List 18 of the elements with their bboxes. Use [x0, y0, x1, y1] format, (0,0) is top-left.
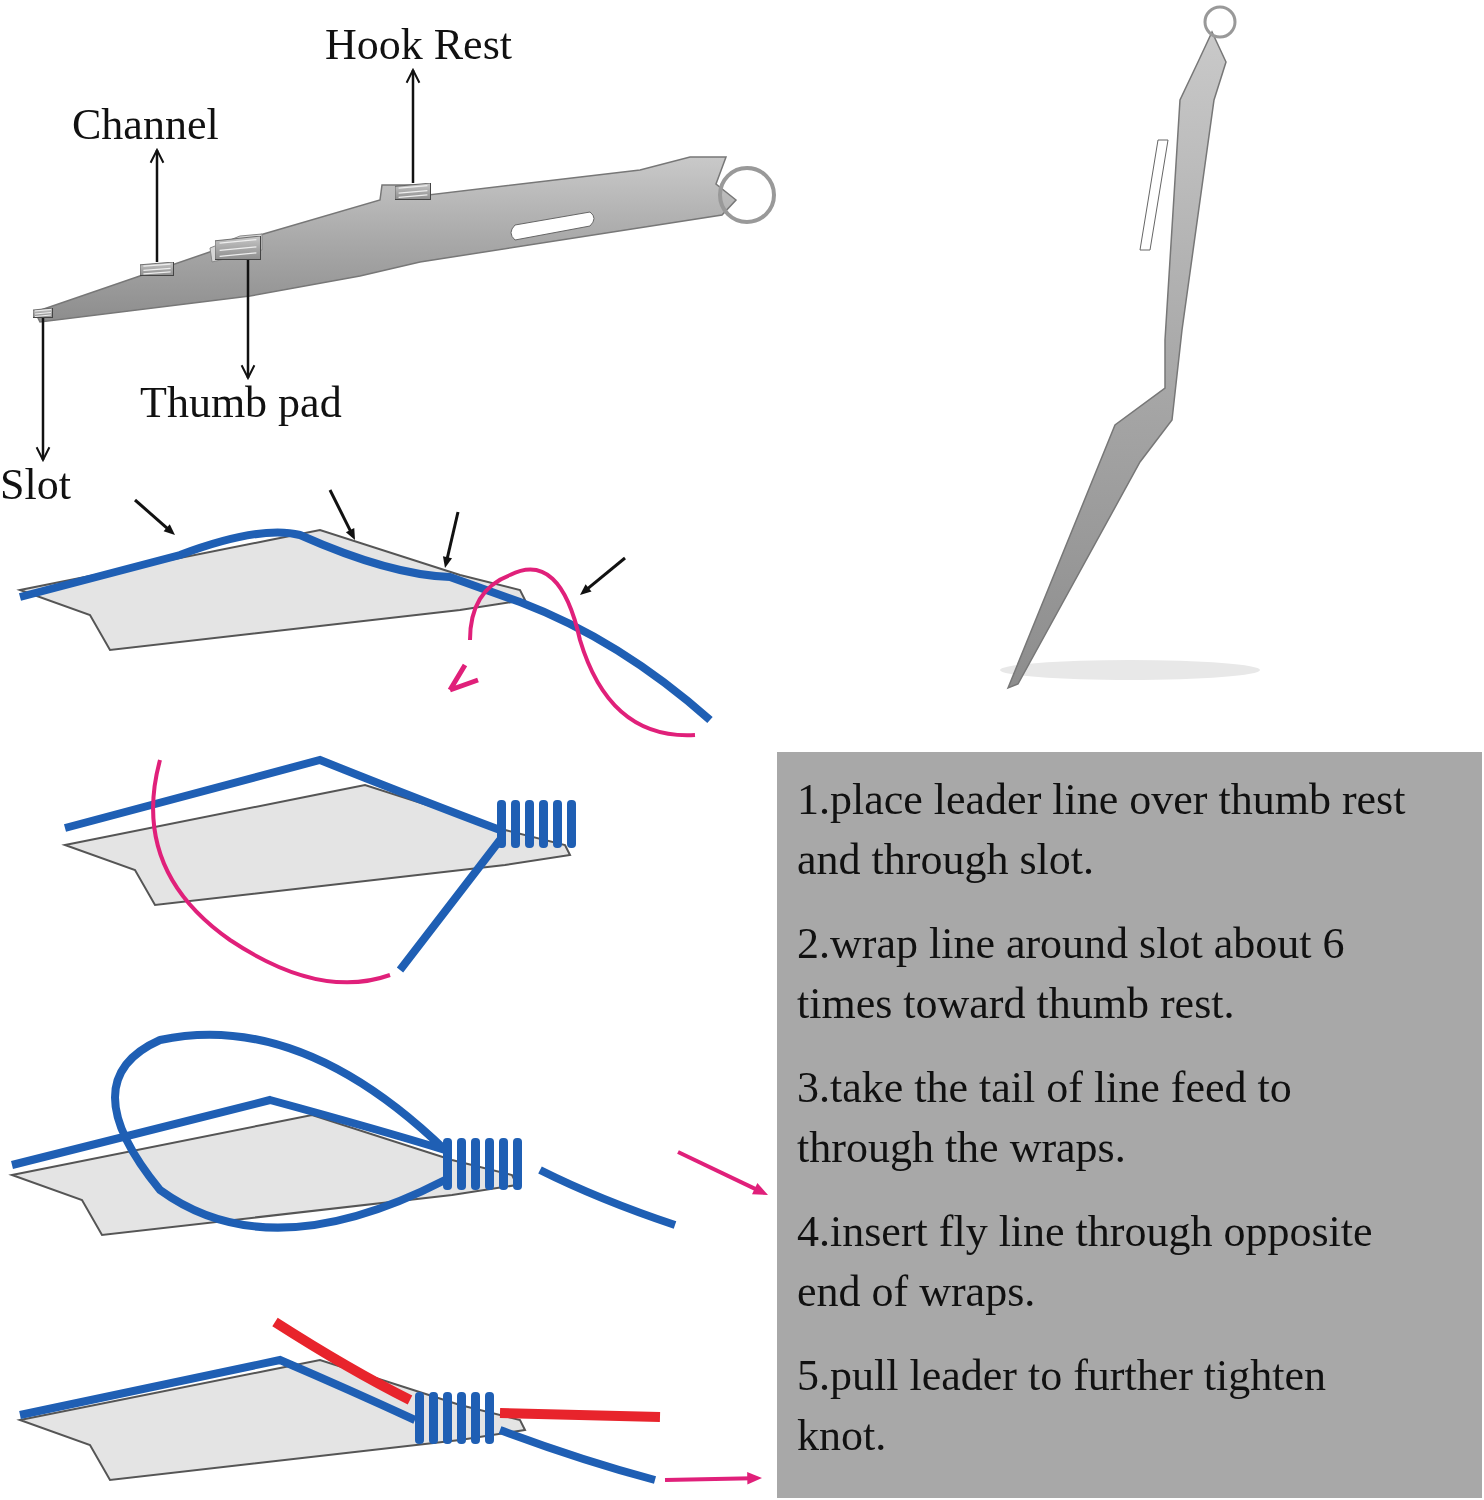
instruction-text: 4.insert fly line through opposite end of wraps.: [797, 1206, 1374, 1318]
leader-line: [405, 69, 421, 183]
channel-groove: [140, 262, 174, 276]
leader-line: [35, 318, 51, 461]
instruction-text: 1.place leader line over thumb rest and through slot.: [797, 774, 1407, 886]
instruction-text: 3.take the tail of line feed to through the wraps.: [797, 1062, 1293, 1174]
instruction-text: 2.wrap line around slot about 6 times toward thumb rest.: [797, 918, 1346, 1030]
instructions-panel: [777, 752, 1482, 1498]
leader-line: [149, 149, 165, 262]
leader-line: [240, 260, 256, 379]
part-label: Channel: [72, 100, 247, 150]
hook-rest-tab: [395, 183, 431, 200]
thumb-pad: [215, 236, 261, 260]
part-label: Slot: [0, 460, 80, 512]
part-label: Thumb pad: [140, 378, 385, 430]
instruction-text: 5.pull leader to further tighten knot.: [797, 1350, 1328, 1462]
slot-tip: [33, 308, 53, 318]
part-label: Hook Rest: [325, 20, 540, 70]
